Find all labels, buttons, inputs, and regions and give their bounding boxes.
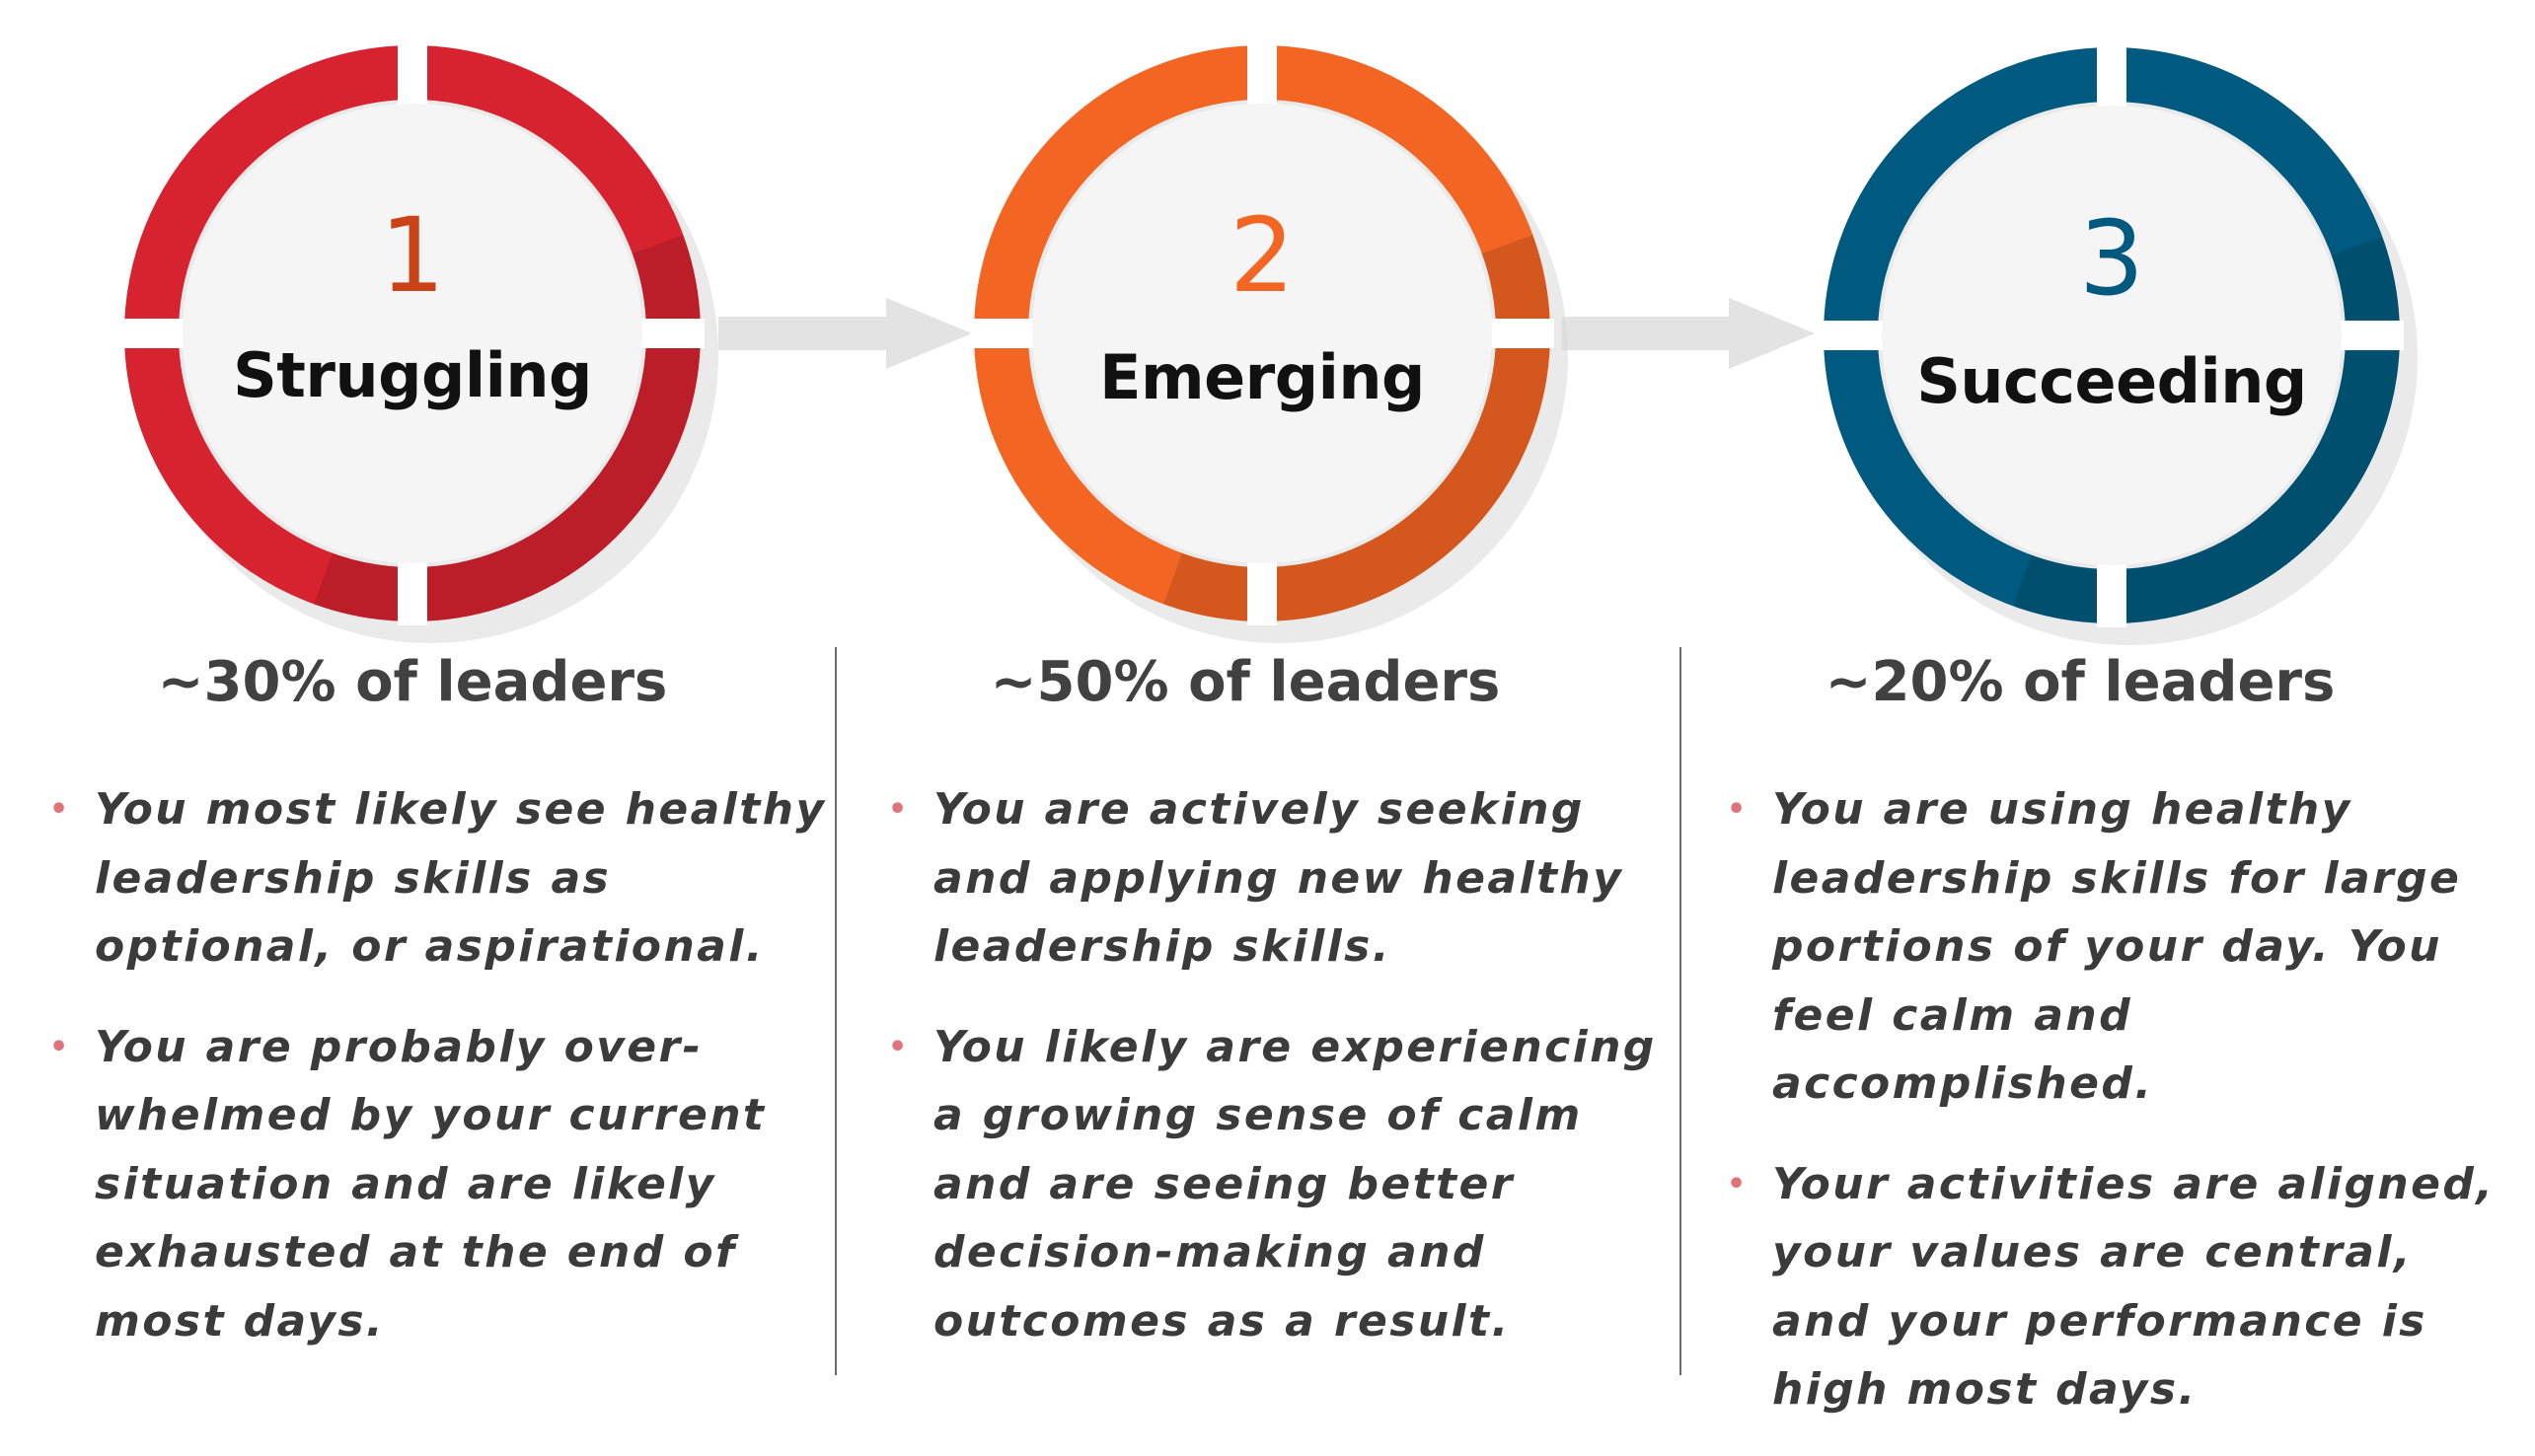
ring-center [1032, 104, 1492, 563]
ring-shade [2013, 237, 2400, 624]
step-number-2: 2 [1229, 195, 1296, 316]
bullet-dot-icon: • [1727, 1166, 1749, 1201]
column-divider [1679, 647, 1681, 1375]
bullet-list-succeeding: •You are using healthy leadership skills… [1727, 775, 2516, 1456]
diagram: 1 Struggling ~30% of leaders •You most l… [49, 41, 2493, 1415]
bullet-dot-icon: • [888, 1029, 910, 1064]
step-label-emerging: Emerging [1099, 341, 1425, 413]
list-item: •Your activities are aligned, your value… [1727, 1150, 2516, 1424]
ring-succeeding [1820, 43, 2418, 645]
list-item: •You are actively seeking and applying n… [888, 775, 1668, 982]
ring-shade [314, 235, 702, 622]
bullet-dot-icon: • [49, 1029, 71, 1064]
percent-emerging: ~50% of leaders [990, 650, 1501, 714]
bullet-dot-icon: • [888, 792, 910, 827]
step-number-1: 1 [379, 195, 446, 316]
step-label-struggling: Struggling [233, 339, 592, 411]
arrow-icon [718, 298, 972, 369]
column-divider [835, 647, 837, 1375]
bullet-dot-icon: • [1727, 792, 1749, 827]
step-number-3: 3 [2078, 198, 2145, 319]
ring-center [1882, 106, 2342, 565]
bullet-list-emerging: •You are actively seeking and applying n… [888, 775, 1668, 1387]
ring-struggling [120, 41, 718, 643]
diagram-graphics [120, 41, 2418, 645]
list-item: •You are probably over-whelmed by your c… [49, 1013, 829, 1356]
percent-struggling: ~30% of leaders [157, 650, 668, 714]
ring-shade [1163, 235, 1550, 621]
bullet-list-struggling: •You most likely see healthy leadership … [49, 775, 829, 1387]
list-item: •You most likely see healthy leadership … [49, 775, 829, 982]
list-item: •You are using healthy leadership skills… [1727, 775, 2516, 1119]
bullet-dot-icon: • [49, 792, 71, 827]
step-label-succeeding: Succeeding [1916, 345, 2307, 417]
list-item: •You likely are experiencing a growing s… [888, 1013, 1668, 1356]
ring-center [183, 104, 642, 563]
ring-emerging [970, 41, 1568, 643]
arrow-icon [1562, 298, 1815, 369]
percent-succeeding: ~20% of leaders [1825, 650, 2336, 714]
